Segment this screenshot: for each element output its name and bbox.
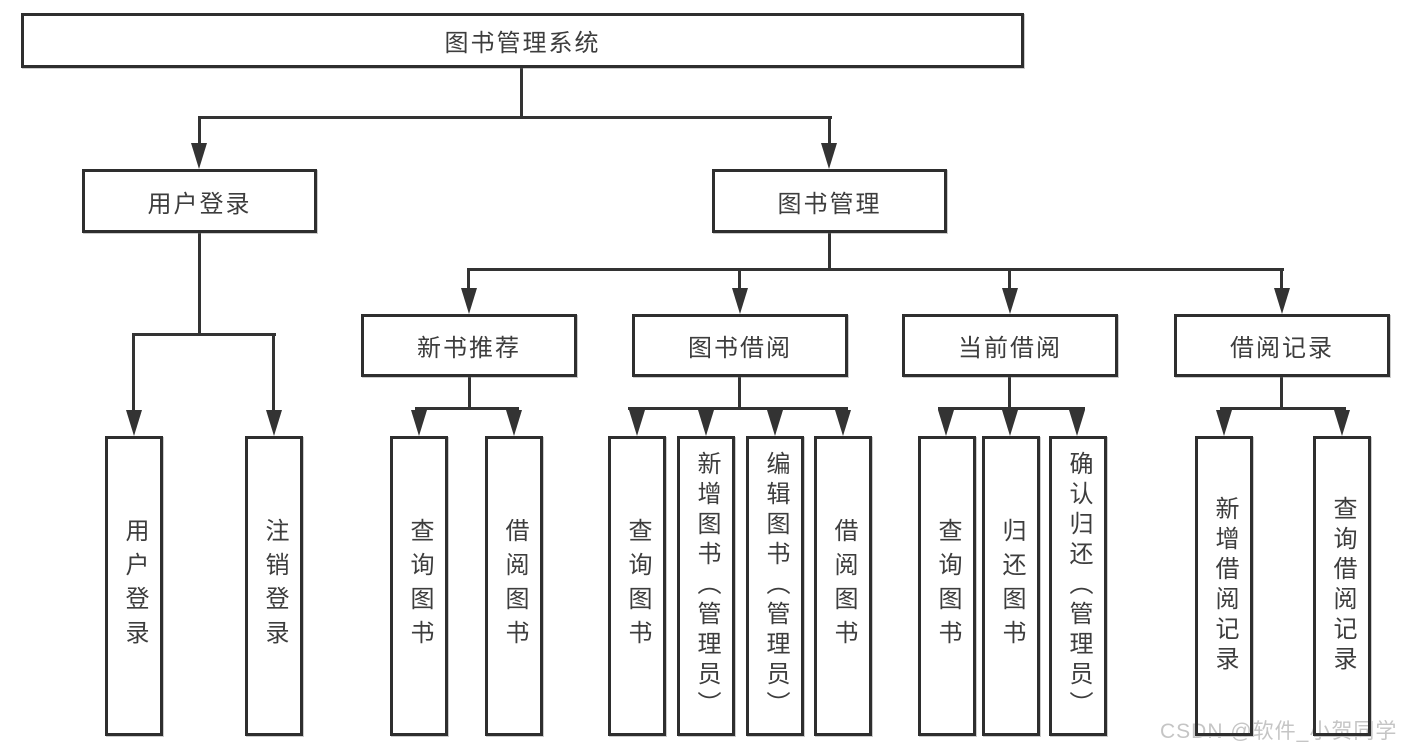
- connector-vline: [198, 233, 201, 336]
- arrowhead-down-icon: [835, 410, 851, 436]
- connector-hline: [198, 116, 832, 119]
- arrowhead-down-icon: [1274, 288, 1290, 314]
- node-label: 确认归还（管理员）: [1065, 451, 1092, 721]
- leaf-add-book-admin: 新增图书（管理员）: [677, 436, 735, 736]
- node-label: 用户登录: [121, 518, 148, 654]
- leaf-query-book-recommend: 查询图书: [390, 436, 448, 736]
- connector-vline: [738, 377, 741, 410]
- connector-vline: [520, 68, 523, 119]
- arrowhead-down-icon: [698, 410, 714, 436]
- arrowhead-down-icon: [938, 410, 954, 436]
- connector-vline: [468, 377, 471, 410]
- connector-hline: [467, 268, 1284, 271]
- node-label: 新增图书（管理员）: [693, 451, 720, 721]
- leaf-borrow-book: 借阅图书: [814, 436, 872, 736]
- connector-vline: [272, 333, 275, 412]
- connector-vline: [1008, 268, 1011, 290]
- watermark: CSDN @软件_小贺同学: [1160, 720, 1398, 743]
- leaf-return-book: 归还图书: [982, 436, 1040, 736]
- node-label: 新书推荐: [417, 335, 521, 362]
- arrowhead-down-icon: [1334, 410, 1350, 436]
- connector-vline: [198, 116, 201, 146]
- node-label: 查询借阅记录: [1329, 496, 1356, 676]
- connector-vline: [828, 233, 831, 271]
- node-user-login: 用户登录: [82, 169, 317, 233]
- leaf-query-book-current: 查询图书: [918, 436, 976, 736]
- node-borrowing-records: 借阅记录: [1174, 314, 1390, 377]
- connector-vline: [132, 333, 135, 412]
- connector-hline: [628, 407, 848, 410]
- leaf-query-book-borrow: 查询图书: [608, 436, 666, 736]
- arrowhead-down-icon: [1002, 410, 1018, 436]
- node-label: 注销登录: [261, 518, 288, 654]
- node-label: 查询图书: [624, 518, 651, 654]
- arrowhead-down-icon: [191, 143, 207, 169]
- node-label: 新增借阅记录: [1211, 496, 1238, 676]
- leaf-user-login: 用户登录: [105, 436, 163, 736]
- node-label: 图书管理: [777, 190, 882, 218]
- node-label: 查询图书: [934, 518, 961, 654]
- connector-hline: [415, 407, 519, 410]
- connector-hline: [132, 333, 276, 336]
- leaf-logout: 注销登录: [245, 436, 303, 736]
- arrowhead-down-icon: [266, 410, 282, 436]
- node-new-book-recommendation: 新书推荐: [361, 314, 577, 377]
- arrowhead-down-icon: [767, 410, 783, 436]
- node-label: 借阅记录: [1230, 335, 1334, 362]
- node-book-management: 图书管理: [712, 169, 947, 233]
- connector-vline: [828, 116, 831, 146]
- node-label: 当前借阅: [958, 335, 1062, 362]
- leaf-add-borrow-record: 新增借阅记录: [1195, 436, 1253, 736]
- arrowhead-down-icon: [821, 143, 837, 169]
- connector-vline: [1280, 377, 1283, 410]
- arrowhead-down-icon: [411, 410, 427, 436]
- node-root: 图书管理系统: [21, 13, 1024, 68]
- arrowhead-down-icon: [732, 288, 748, 314]
- arrowhead-down-icon: [629, 410, 645, 436]
- arrowhead-down-icon: [506, 410, 522, 436]
- arrowhead-down-icon: [1002, 288, 1018, 314]
- node-label: 用户登录: [147, 190, 252, 218]
- connector-vline: [467, 268, 470, 290]
- leaf-query-borrow-record: 查询借阅记录: [1313, 436, 1371, 736]
- arrowhead-down-icon: [126, 410, 142, 436]
- leaf-borrow-book-recommend: 借阅图书: [485, 436, 543, 736]
- node-book-borrowing: 图书借阅: [632, 314, 848, 377]
- leaf-edit-book-admin: 编辑图书（管理员）: [746, 436, 804, 736]
- connector-vline: [738, 268, 741, 290]
- arrowhead-down-icon: [1216, 410, 1232, 436]
- connector-vline: [1008, 377, 1011, 410]
- arrowhead-down-icon: [461, 288, 477, 314]
- node-label: 编辑图书（管理员）: [762, 451, 789, 721]
- node-label: 查询图书: [406, 518, 433, 654]
- arrowhead-down-icon: [1069, 410, 1085, 436]
- connector-hline: [938, 407, 1085, 410]
- leaf-confirm-return-admin: 确认归还（管理员）: [1049, 436, 1107, 736]
- node-current-borrowing: 当前借阅: [902, 314, 1118, 377]
- connector-vline: [1280, 268, 1283, 290]
- node-label: 借阅图书: [501, 518, 528, 654]
- node-label: 图书借阅: [688, 335, 792, 362]
- node-label: 借阅图书: [830, 518, 857, 654]
- connector-hline: [1220, 407, 1346, 410]
- node-label: 图书管理系统: [444, 30, 601, 57]
- node-label: 归还图书: [998, 518, 1025, 654]
